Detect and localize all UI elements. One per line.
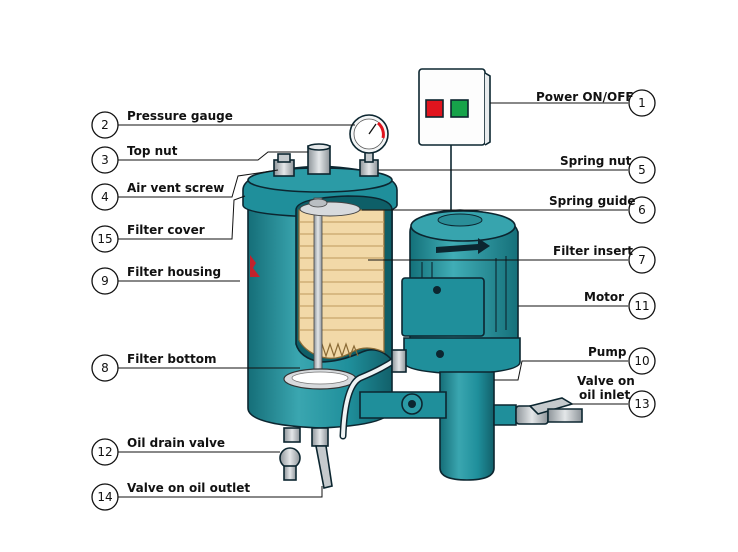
callout-7: 7 Filter insert (553, 244, 656, 274)
callout-number: 12 (97, 445, 112, 459)
center-rod (313, 197, 323, 379)
callout-9: 9 Filter housing (91, 265, 221, 295)
callout-number: 3 (101, 153, 109, 167)
callout-number: 4 (101, 190, 109, 204)
outlet-valve (311, 427, 333, 489)
callout-label: Filter housing (127, 265, 221, 279)
filter-insert (298, 209, 385, 359)
callout-1: 1 Power ON/OFF (536, 89, 656, 117)
callout-label: Valve on oil outlet (127, 481, 250, 495)
return-hose (341, 358, 397, 438)
callout-number: 11 (634, 299, 649, 313)
top-nut (307, 143, 331, 175)
leader-lines (118, 102, 628, 498)
pressure-gauge (349, 114, 389, 163)
callout-number: 15 (97, 232, 112, 246)
callout-number: 10 (634, 354, 649, 368)
callout-label: Oil drain valve (127, 436, 225, 450)
callout-15: 15 Filter cover (91, 223, 205, 253)
callout-number: 6 (638, 203, 646, 217)
callout-number: 8 (101, 361, 109, 375)
inlet-valve (515, 397, 583, 425)
callout-11: 11 Motor (584, 290, 656, 320)
callout-6: 6 Spring guide (549, 194, 656, 224)
callout-label: Filter cover (127, 223, 205, 237)
callout-4: 4 Air vent screw (91, 181, 224, 211)
callout-number: 13 (634, 397, 649, 411)
pump (359, 337, 521, 481)
oil-drain-valve (279, 427, 301, 481)
callout-label: Pressure gauge (127, 109, 233, 123)
callout-12: 12 Oil drain valve (91, 436, 225, 466)
callout-3: 3 Top nut (91, 144, 178, 174)
callout-number: 5 (638, 163, 646, 177)
callout-label: Filter insert (553, 244, 633, 258)
callout-label: Filter bottom (127, 352, 216, 366)
callout-5: 5 Spring nut (560, 154, 656, 184)
air-vent-screw (273, 153, 295, 177)
callout-label: Motor (584, 290, 624, 304)
callout-14: 14 Valve on oil outlet (91, 481, 250, 511)
callout-label: Spring nut (560, 154, 632, 168)
callout-label: Power ON/OFF (536, 90, 634, 104)
callout-10: 10 Pump (588, 345, 656, 375)
power-on-button (450, 99, 469, 118)
callout-label: Pump (588, 345, 627, 359)
callout-number: 7 (638, 253, 646, 267)
motor (401, 209, 519, 341)
callout-label: Spring guide (549, 194, 636, 208)
callout-number: 14 (97, 490, 112, 504)
callout-label: Air vent screw (127, 181, 224, 195)
callout-8: 8 Filter bottom (91, 352, 216, 382)
callout-number: 1 (638, 96, 646, 110)
power-off-button (425, 99, 444, 118)
callout-number: 9 (101, 274, 109, 288)
filter-housing (242, 165, 398, 429)
control-box (418, 68, 491, 222)
callout-label: Top nut (127, 144, 178, 158)
callout-number: 2 (101, 118, 109, 132)
callout-2: 2 Pressure gauge (91, 109, 233, 139)
